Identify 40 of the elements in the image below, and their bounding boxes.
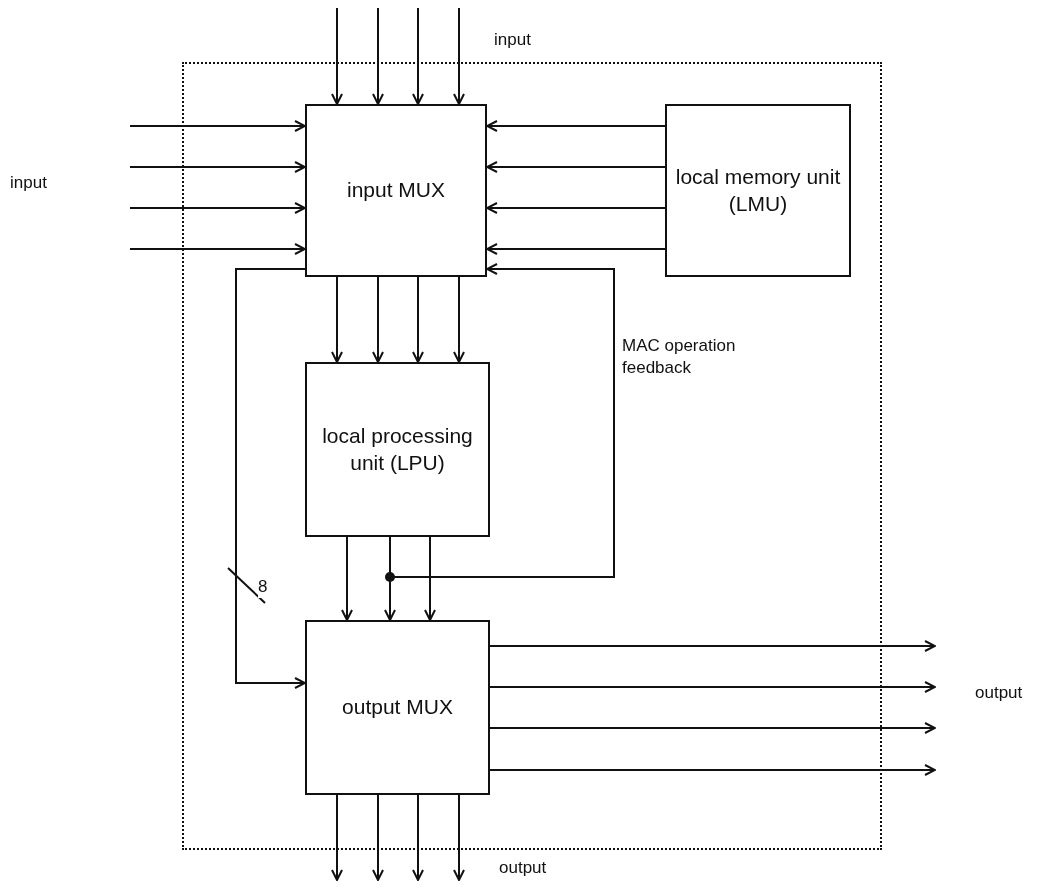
connector-arrow [129,120,306,132]
mux-block [305,620,490,795]
port-label: input [10,173,47,193]
connector-arrow [372,794,384,881]
connector-arrow [486,202,666,214]
connector-arrow [341,536,353,621]
port-label: output [499,858,547,878]
connector-arrow [129,161,306,173]
port-label: input [494,30,531,50]
port-label: output [975,683,1023,703]
connector-arrow [453,794,465,881]
connector-arrow [489,764,936,776]
connector-arrow [331,794,343,881]
connector-arrow [489,640,936,652]
boundary-box [182,62,882,850]
connector-arrow [453,7,465,105]
connector-arrow [453,276,465,363]
block-label: local processing unit (LPU) [321,423,474,476]
connector-arrow [486,243,666,255]
block-label: input MUX [345,177,446,204]
connector-arrow [486,120,666,132]
connector-arrow [486,161,666,173]
memory-block [665,104,851,277]
block-label: local memory unit (LMU) [674,164,842,217]
connector-arrow [129,202,306,214]
connector-arrow [331,7,343,105]
connector-arrow [331,276,343,363]
connector-arrow [235,268,306,689]
connector-arrow [424,536,436,621]
connector-arrow [129,243,306,255]
connector-arrow [489,722,936,734]
connector-arrow [489,681,936,693]
block-label: output MUX [341,694,454,721]
connector-arrow [372,276,384,363]
mux-block [305,104,487,277]
processing-block [305,362,490,537]
connector-arrow [412,7,424,105]
connector-arrow [372,7,384,105]
connector-arrow [412,794,424,881]
connector-arrow [412,276,424,363]
